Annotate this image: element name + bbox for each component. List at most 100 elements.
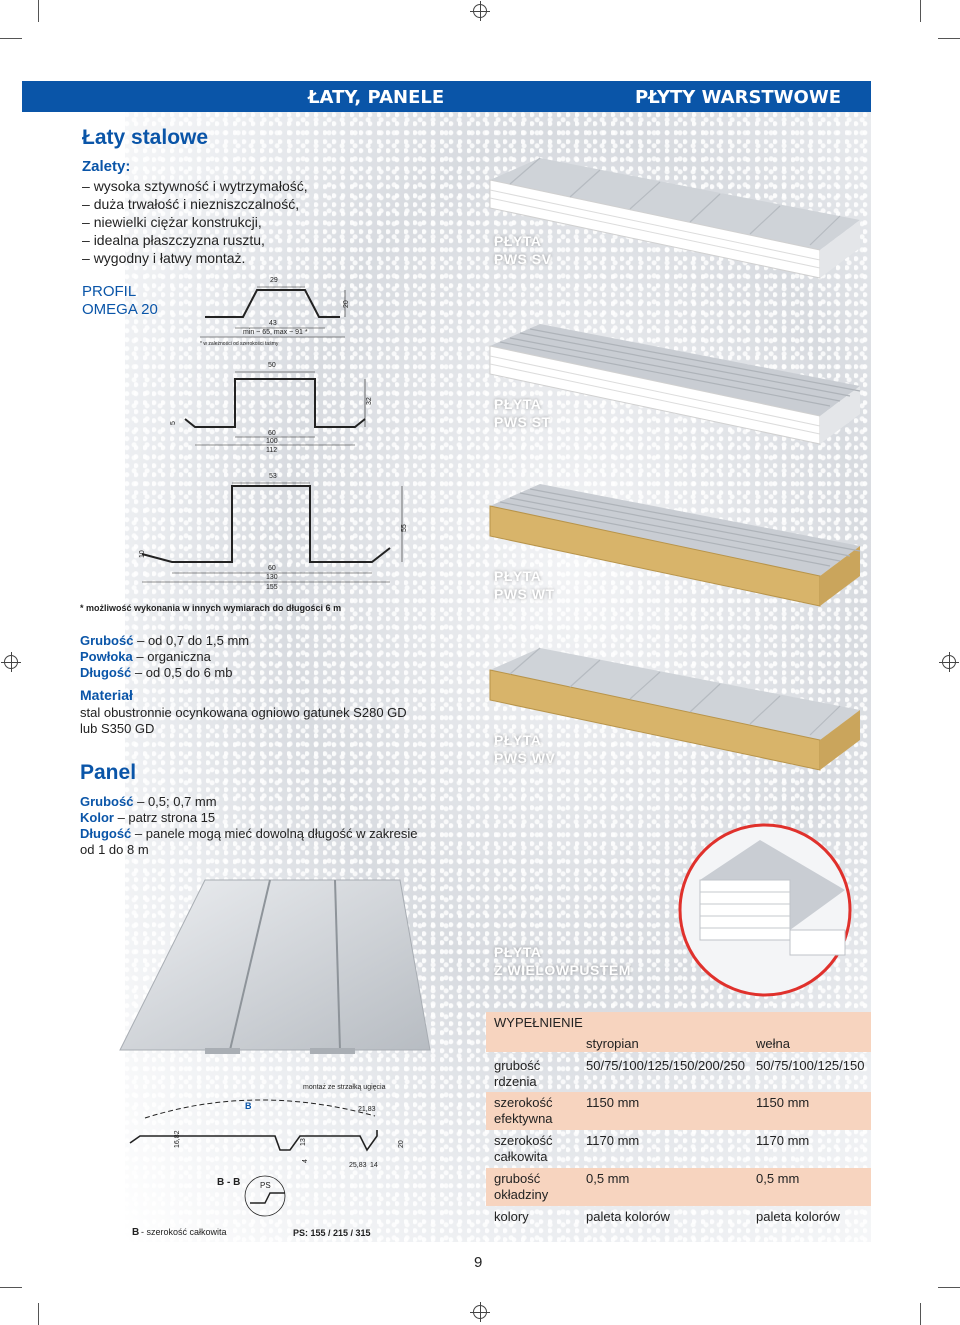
dim-label: 20 [343,300,350,308]
ps-label: PS [260,1181,271,1190]
panel-spec-length: Długość – panele mogą mieć dowolną długo… [80,826,418,857]
header-title-left: ŁATY, PANELE [308,87,445,108]
crop-mark [0,38,22,39]
section-label: B - B [217,1177,240,1188]
panel-section-diagram: montaż ze strzałką ugięcia B 21,83 16,82… [129,1084,405,1238]
dim-label: 60 [268,565,276,572]
dim-label: 130 [266,574,278,581]
cell-value: 1170 mm [756,1133,810,1148]
list-item: idealna płaszczyzna rusztu, [82,231,308,249]
crop-mark [938,38,960,39]
table-row: kolory paleta kolorów paleta kolorów [486,1206,871,1230]
dim-label: 21,83 [358,1106,376,1113]
panel-title: Panel [80,761,137,784]
dim-label: 53 [269,473,277,480]
profile-55-diagram: 53 10 55 60 130 155 [139,473,408,591]
dim-label: 16,82 [174,1130,181,1148]
section-marker: B [245,1101,252,1111]
advantages-heading: Zalety: [82,158,131,175]
cell-value: 50/75/100/125/150 [756,1058,865,1073]
dim-label: 55 [401,524,408,532]
list-item: wygodny i łatwy montaż. [82,249,308,267]
column-header: styropian [586,1036,639,1051]
caption-b: B [132,1227,139,1238]
cell-value: paleta kolorów [756,1209,840,1224]
list-item: wysoka sztywność i wytrzymałość, [82,177,308,195]
dim-label: montaż ze strzałką ugięcia [303,1084,386,1091]
crop-mark [38,1303,39,1325]
dim-label: 60 [268,430,276,437]
page-number: 9 [474,1254,483,1271]
cell-value: 1150 mm [756,1095,810,1110]
dim-label: 14 [370,1162,378,1169]
dim-label: 13 [300,1138,307,1146]
list-item: duża trwałość i niezniszczalność, [82,195,308,213]
crop-mark [938,1287,960,1288]
ps-values: PS: 155 / 215 / 315 [293,1228,371,1238]
header-bar: ŁATY, PANELE PŁYTY WARSTWOWE [22,81,871,112]
plate-wv-image [489,647,860,771]
header-title-right: PŁYTY WARSTWOWE [635,87,841,108]
crop-mark [920,0,921,22]
registration-mark-icon [1,652,21,672]
section-title: Łaty stalowe [82,126,209,149]
spec-length: Długość – od 0,5 do 6 mb [80,665,233,680]
panel-spec-thickness: Grubość – 0,5; 0,7 mm [80,794,217,809]
profile-name: OMEGA 20 [82,301,158,318]
table-header-band: WYPEŁNIENIE styropian wełna [486,1012,871,1052]
profile-label: PROFIL [82,283,137,300]
registration-mark-icon [470,1,490,21]
cell-value: 50/75/100/125/150/200/250 [586,1058,746,1073]
dim-label: 5 [170,421,177,425]
dim-label: 155 [266,584,278,591]
panel-spec-color: Kolor – patrz strona 15 [80,810,216,825]
dim-label: 32 [366,397,373,405]
advantages-list: wysoka sztywność i wytrzymałość, duża tr… [82,177,308,267]
cell-value: 1150 mm [586,1095,640,1110]
plate-st-image [489,324,861,445]
dim-label: 4 [302,1159,309,1163]
plate-multigroove-image [678,823,852,997]
diagram-footnote: * w zależności od szerokości taśmy [200,341,279,347]
cell-value: 1170 mm [586,1133,640,1148]
dim-label: 25,83 [349,1162,367,1169]
registration-mark-icon [470,1302,490,1322]
cell-value: 0,5 mm [586,1171,630,1186]
dim-label: 20 [398,1140,405,1148]
dimension-note: * możliwość wykonania w innych wymiarach… [80,603,342,613]
column-header: wełna [756,1036,790,1051]
cell-value: 0,5 mm [756,1171,800,1186]
dim-label: 10 [139,550,146,558]
caption-text: - szerokość całkowita [141,1227,227,1237]
plate-sv-image [489,157,860,279]
cell-value: paleta kolorów [586,1209,670,1224]
material-text: stal obustronnie ocynkowana ogniowo gatu… [80,705,407,736]
list-item: niewielki ciężar konstrukcji, [82,213,308,231]
row-label: kolory [494,1209,529,1224]
table-title: WYPEŁNIENIE [494,1015,583,1030]
material-heading: Materiał [80,687,133,703]
dim-label: 43 [269,320,277,327]
crop-mark [920,1303,921,1325]
dim-label: min ~ 65, max ~ 91 * [243,329,308,336]
dim-label: 29 [270,277,278,284]
dim-label: 112 [266,447,277,454]
omega20-profile-diagram: 29 20 43 min ~ 65, max ~ 91 * * w zależn… [200,277,350,347]
registration-mark-icon [939,652,959,672]
profile-32-diagram: 50 5 32 60 100 112 [170,362,373,454]
panel-image [119,879,431,1054]
spec-thickness: Grubość – od 0,7 do 1,5 mm [80,633,250,648]
